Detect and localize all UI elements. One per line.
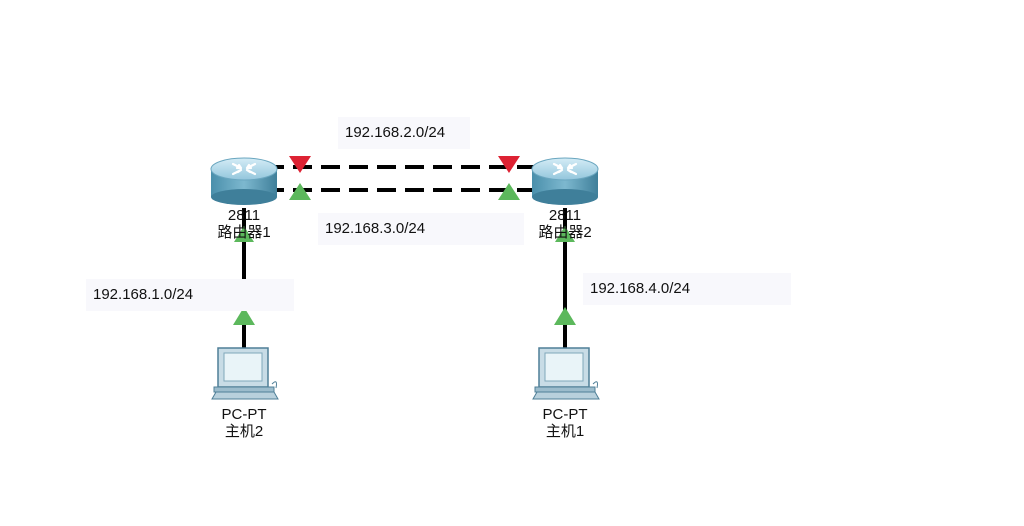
network-label-192-168-2: 192.168.2.0/24 — [338, 117, 470, 149]
pc2-name: 主机2 — [224, 423, 264, 440]
pc1-label: PC-PT 主机1 — [520, 406, 610, 440]
pc1-name: 主机1 — [545, 423, 585, 440]
router1-name: 路由器1 — [217, 224, 271, 241]
link-up-icon — [289, 183, 311, 200]
link-up-icon — [234, 226, 254, 242]
link-up-icon — [233, 307, 255, 325]
router2-icon[interactable] — [531, 157, 599, 205]
link-up-icon — [554, 307, 576, 325]
pc1-icon[interactable] — [532, 347, 600, 400]
router2-label: 2811 路由器2 — [520, 207, 610, 241]
pc2-icon[interactable] — [211, 347, 279, 400]
network-label-192-168-4: 192.168.4.0/24 — [583, 273, 791, 305]
router2-model: 2811 — [548, 207, 582, 224]
pc2-label: PC-PT 主机2 — [199, 406, 289, 440]
link-down-icon — [289, 156, 311, 173]
link-up-icon — [498, 183, 520, 200]
network-label-192-168-1: 192.168.1.0/24 — [86, 279, 294, 311]
router1-icon[interactable] — [210, 157, 278, 205]
link-up-icon — [555, 226, 575, 242]
pc2-model: PC-PT — [221, 406, 267, 423]
link-down-icon — [498, 156, 520, 173]
pc1-model: PC-PT — [542, 406, 588, 423]
network-label-192-168-3: 192.168.3.0/24 — [318, 213, 524, 245]
router1-model: 2811 — [227, 207, 261, 224]
router1-label: 2811 路由器1 — [199, 207, 289, 241]
router2-name: 路由器2 — [538, 224, 592, 241]
